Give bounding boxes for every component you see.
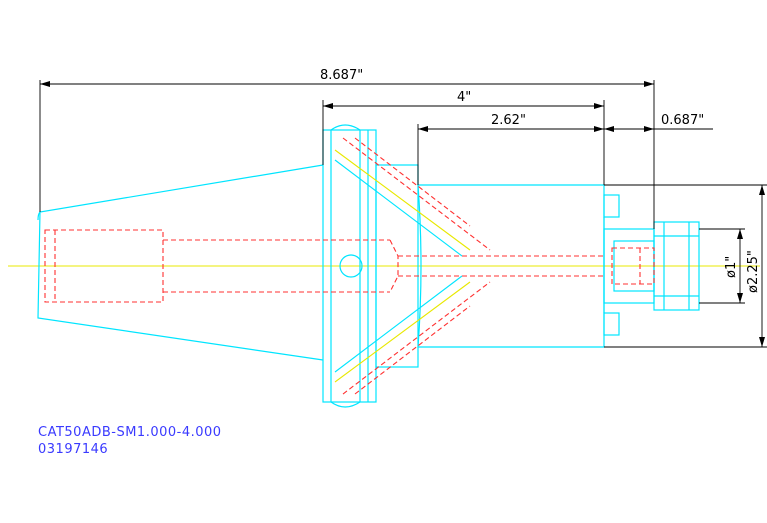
- neck: [375, 164, 419, 368]
- part-number: CAT50ADB-SM1.000-4.000: [38, 425, 222, 440]
- dimension-lines: [39, 80, 767, 348]
- retention-bore: [44, 229, 164, 303]
- key-hole: [339, 254, 363, 278]
- hidden-lines: [44, 137, 655, 395]
- dim-overall-length: 8.687": [320, 68, 363, 83]
- dim-bore-diameter: ø1": [724, 256, 739, 278]
- body: [417, 184, 605, 348]
- dim-gauge-length: 4": [457, 90, 471, 105]
- dim-body-length: 2.62": [491, 113, 526, 128]
- code-number: 03197146: [38, 442, 109, 457]
- dim-nose-length: 0.687": [661, 113, 704, 128]
- coolant-channels: [334, 149, 471, 383]
- taper-shank: [37, 164, 324, 361]
- holder-outline: [37, 124, 700, 408]
- dim-body-diameter: ø2.25": [746, 250, 761, 293]
- dimension-arrows: [40, 81, 765, 347]
